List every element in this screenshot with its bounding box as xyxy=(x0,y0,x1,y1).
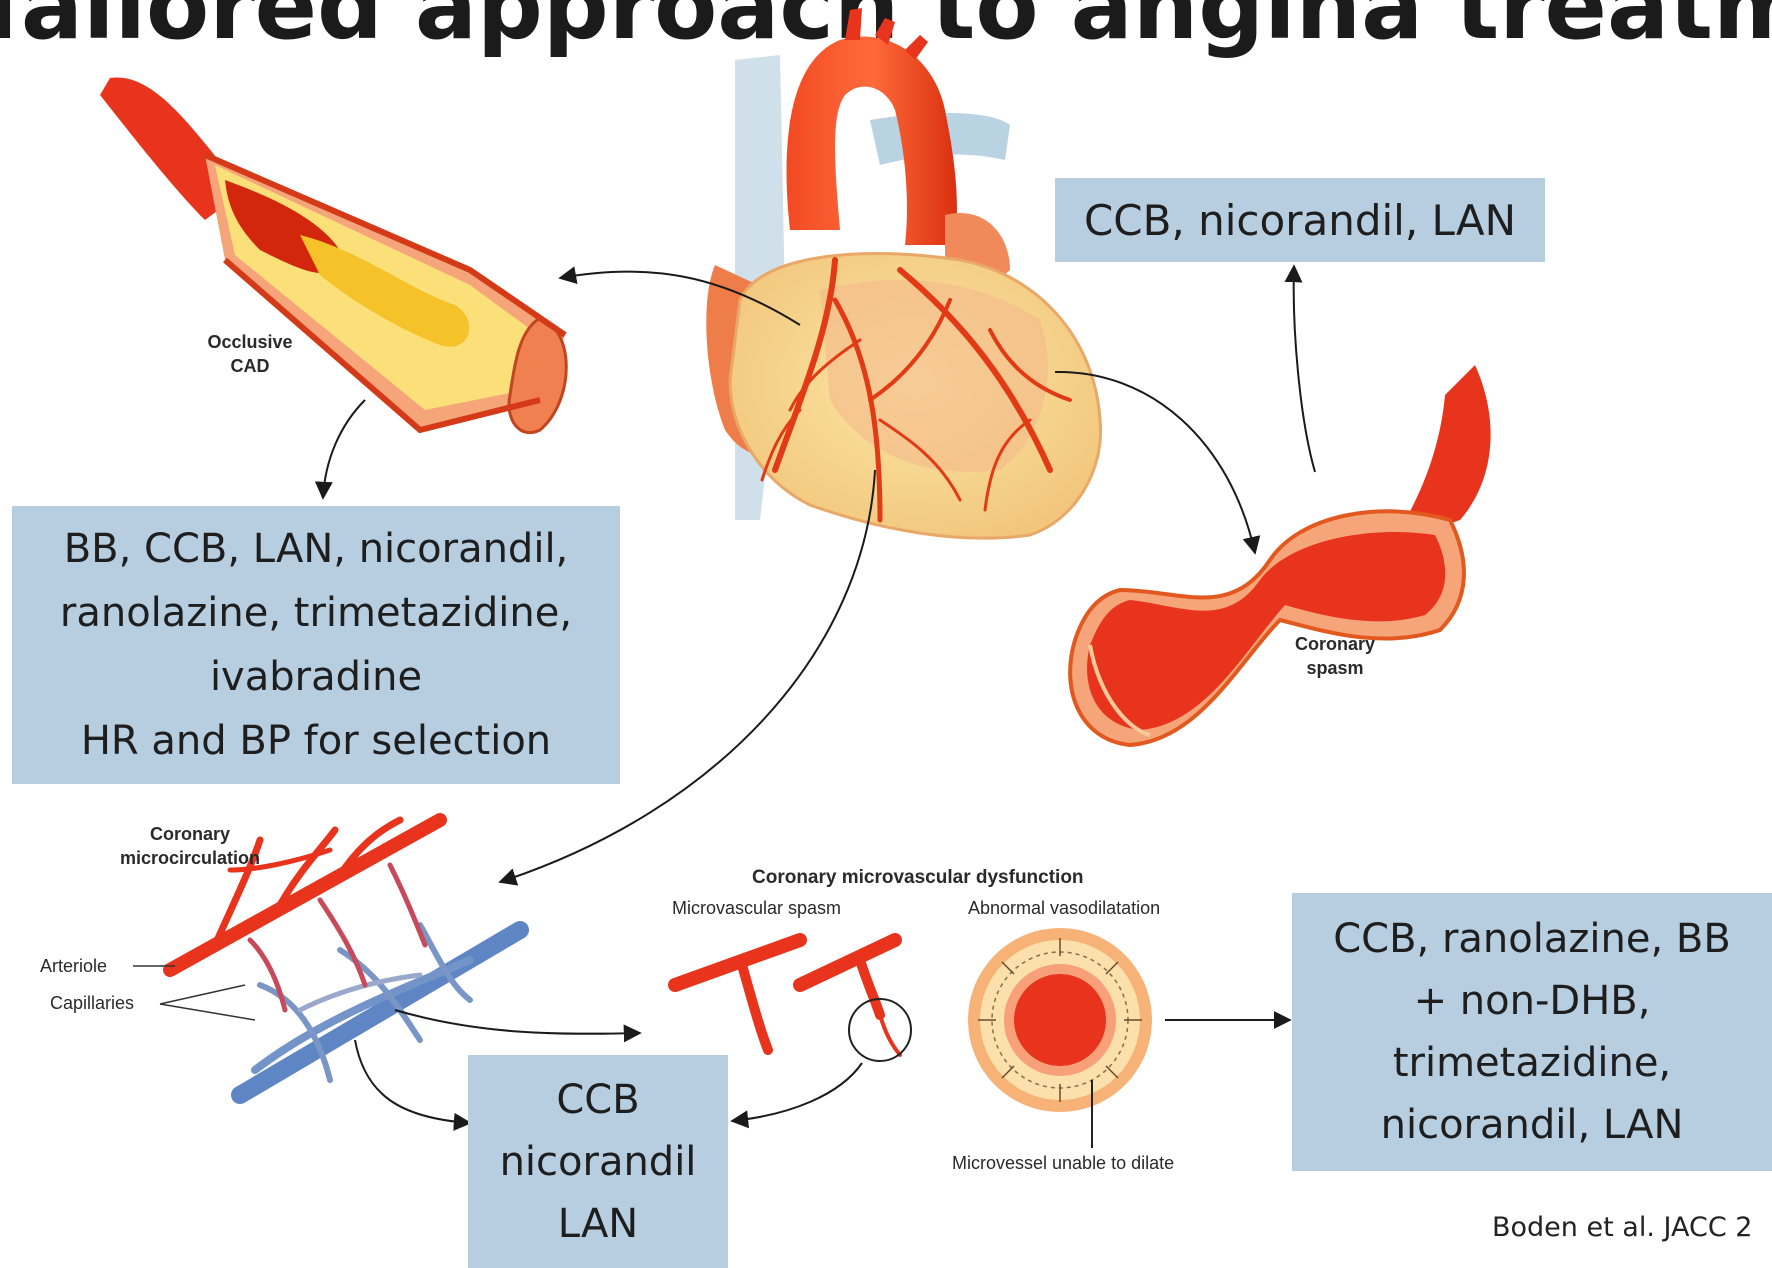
occlusive-cad-label: Occlusive CAD xyxy=(190,330,310,378)
vasodilation-treatment-line-2: + non-DHB, xyxy=(1333,970,1731,1032)
arrow-micro-to-spasm xyxy=(395,1010,640,1034)
micro-spasm-treatment-line-3: LAN xyxy=(500,1193,697,1255)
occlusive-treatment-line-2: ranolazine, trimetazidine, xyxy=(60,581,572,645)
microvascular-spasm-illustration xyxy=(675,940,911,1061)
capillaries-pointer-a xyxy=(160,985,245,1004)
arrow-occlusive-to-box xyxy=(323,400,365,498)
occlusive-treatment-line-3: ivabradine xyxy=(60,645,572,709)
vasodilation-treatment-line-3: trimetazidine, xyxy=(1333,1032,1731,1094)
vasodilation-treatment-line-4: nicorandil, LAN xyxy=(1333,1094,1731,1156)
occlusive-cad-artery-illustration xyxy=(100,77,566,432)
citation-text: Boden et al. JACC 2 xyxy=(1492,1212,1752,1243)
occlusive-treatment-box: BB, CCB, LAN, nicorandil, ranolazine, tr… xyxy=(12,506,620,784)
abnormal-vasodilatation-label: Abnormal vasodilatation xyxy=(968,898,1160,919)
capillaries-pointer-b xyxy=(160,1004,255,1020)
arrow-micro-to-box xyxy=(355,1040,470,1123)
micro-spasm-treatment-line-2: nicorandil xyxy=(500,1131,697,1193)
spasm-treatment-box: CCB, nicorandil, LAN xyxy=(1055,178,1545,262)
vasodilation-treatment-box: CCB, ranolazine, BB + non-DHB, trimetazi… xyxy=(1292,893,1772,1171)
occlusive-treatment-line-4: HR and BP for selection xyxy=(60,709,572,773)
heart-illustration xyxy=(706,8,1100,538)
coronary-spasm-artery-illustration xyxy=(1070,365,1490,745)
coronary-spasm-label: Coronary spasm xyxy=(1280,632,1390,680)
microvessel-unable-label: Microvessel unable to dilate xyxy=(952,1153,1174,1174)
arteriole-label: Arteriole xyxy=(40,956,107,977)
micro-spasm-treatment-line-1: CCB xyxy=(500,1069,697,1131)
capillaries-label: Capillaries xyxy=(50,993,134,1014)
micro-spasm-treatment-box: CCB nicorandil LAN xyxy=(468,1055,728,1268)
abnormal-vasodilatation-illustration xyxy=(968,928,1152,1148)
microvascular-spasm-label: Microvascular spasm xyxy=(672,898,841,919)
coronary-microcirculation-label: Coronary microcirculation xyxy=(100,822,280,870)
arrow-spasm-to-box xyxy=(1294,266,1315,472)
arrow-spasm-to-box xyxy=(732,1063,862,1121)
occlusive-treatment-line-1: BB, CCB, LAN, nicorandil, xyxy=(60,517,572,581)
spasm-treatment-line: CCB, nicorandil, LAN xyxy=(1084,196,1516,245)
cmd-title-label: Coronary microvascular dysfunction xyxy=(752,867,1084,889)
vasodilation-treatment-line-1: CCB, ranolazine, BB xyxy=(1333,908,1731,970)
